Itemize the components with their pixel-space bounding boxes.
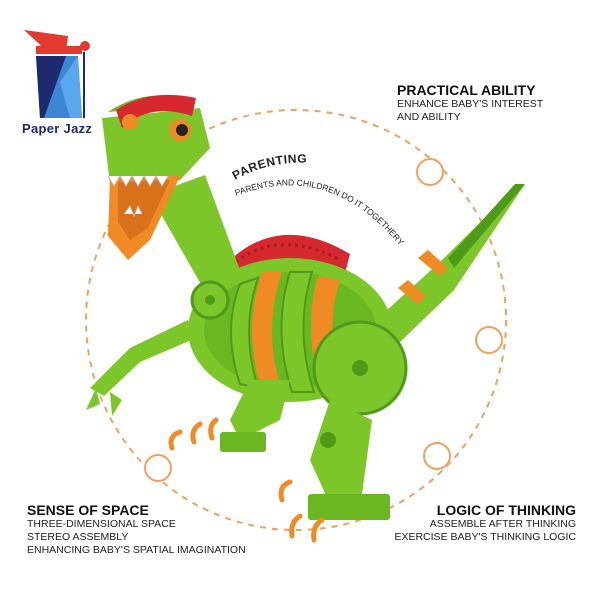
sense-of-space-line: STEREO ASSEMBLY <box>27 531 129 543</box>
brand-name: Paper Jazz <box>22 121 93 136</box>
sense-of-space-block: SENSE OF SPACE THREE-DIMENSIONAL SPACE S… <box>27 502 246 557</box>
sense-of-space-line: THREE-DIMENSIONAL SPACE <box>27 518 176 530</box>
logic-of-thinking-line: ASSEMBLE AFTER THINKING <box>429 518 576 530</box>
practical-ability-line: ENHANCE BABY'S INTEREST <box>397 98 544 110</box>
paper-jazz-logo <box>24 30 90 118</box>
logic-of-thinking-title: LOGIC OF THINKING <box>436 502 576 518</box>
logic-of-thinking-block: LOGIC OF THINKING ASSEMBLE AFTER THINKIN… <box>394 502 576 544</box>
dashed-ring <box>85 109 507 531</box>
practical-ability-title: PRACTICAL ABILITY <box>397 82 536 98</box>
parenting-subtitle: PARENTS AND CHILDREN DO IT TOGETHERY <box>233 177 406 247</box>
practical-ability-line: AND ABILITY <box>397 111 461 123</box>
logic-of-thinking-line: EXERCISE BABY'S THINKING LOGIC <box>394 531 576 543</box>
sense-of-space-line: ENHANCING BABY'S SPATIAL IMAGINATION <box>27 544 246 556</box>
practical-ability-block: PRACTICAL ABILITY ENHANCE BABY'S INTERES… <box>397 82 543 124</box>
sense-of-space-title: SENSE OF SPACE <box>27 502 149 518</box>
